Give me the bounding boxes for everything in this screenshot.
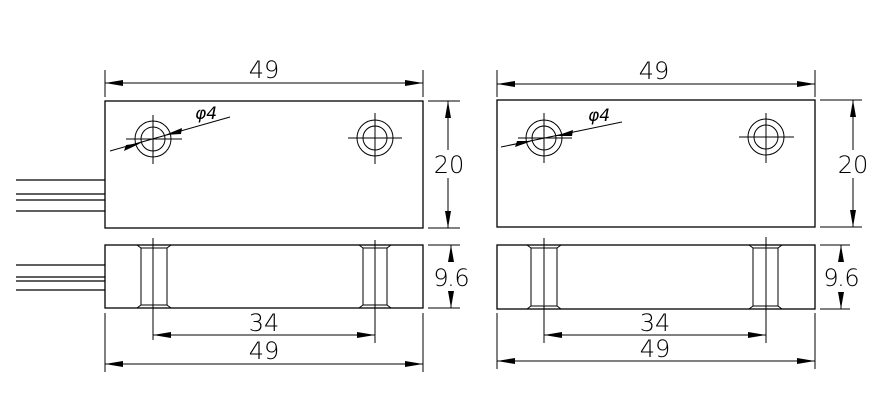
side-view-body	[496, 244, 816, 310]
dimension-hole-spacing: 34	[544, 309, 766, 338]
dim-label-height: 20	[838, 151, 869, 179]
dim-label-spacing: 34	[640, 309, 671, 337]
wires-top	[16, 179, 105, 212]
dim-label-height: 20	[434, 151, 465, 179]
dim-label-spacing: 34	[249, 309, 280, 337]
dim-label-hole-diameter: φ4	[588, 106, 610, 126]
dimension-top-height: 20	[820, 99, 869, 228]
dim-label-side-height-int: 9	[823, 264, 838, 292]
right-assembly: 49 φ4 20	[496, 57, 869, 369]
diameter-leader: φ4	[109, 104, 231, 152]
left-assembly: 49 φ4	[16, 56, 470, 372]
dim-label-bottom-width: 49	[640, 335, 671, 363]
mounting-hole-right	[739, 113, 794, 163]
top-view-body	[496, 99, 816, 228]
dimension-hole-spacing: 34	[153, 309, 375, 338]
dimension-top-width: 49	[104, 56, 424, 97]
mounting-hole-left	[126, 115, 182, 164]
dim-label-hole-diameter: φ4	[195, 104, 217, 124]
dimension-bottom-width: 49	[104, 313, 424, 372]
mounting-hole-right	[348, 113, 402, 164]
dim-label-side-height-frac: 6	[844, 264, 859, 292]
side-hole-left	[526, 238, 562, 343]
dimension-top-height: 20	[428, 100, 465, 229]
side-hole-right	[358, 240, 392, 343]
decimal-point: .	[447, 264, 455, 292]
diameter-leader: φ4	[500, 106, 623, 148]
decimal-point: .	[837, 264, 845, 292]
dim-label-bottom-width: 49	[249, 337, 280, 365]
dim-label-width: 49	[249, 56, 280, 84]
dimension-bottom-width: 49	[496, 313, 816, 369]
side-hole-right	[748, 237, 783, 343]
dimension-side-height: 9 . 6	[820, 244, 860, 310]
dim-label-side-height-frac: 6	[454, 264, 469, 292]
wires-side	[16, 264, 105, 291]
top-view-body	[104, 100, 424, 229]
dimension-top-width: 49	[496, 57, 816, 97]
dimension-side-height: 9 . 6	[428, 244, 470, 309]
dim-label-side-height-int: 9	[433, 264, 448, 292]
side-hole-left	[136, 238, 172, 340]
dim-label-width: 49	[639, 57, 670, 85]
